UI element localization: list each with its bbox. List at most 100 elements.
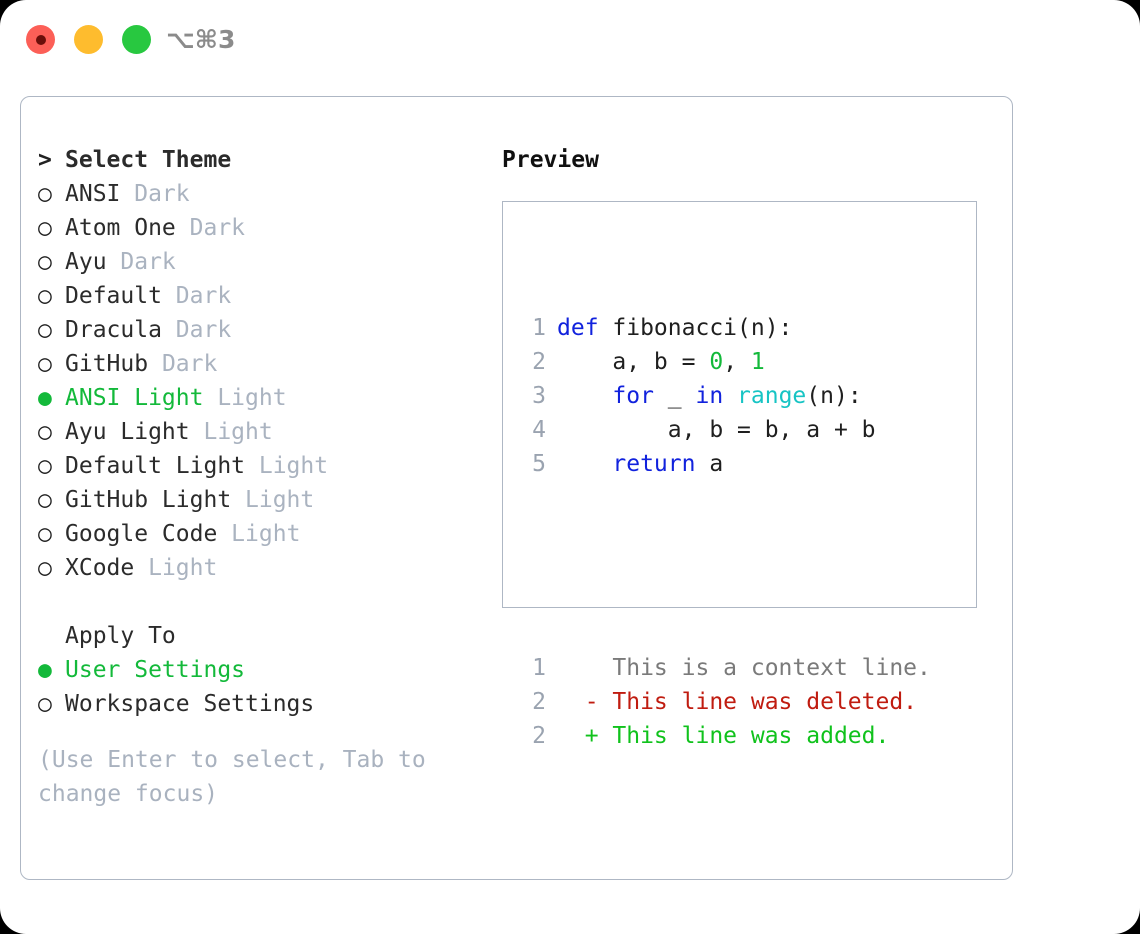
theme-variant-badge: Light (189, 419, 273, 445)
code-token: a, b = b, a + b (557, 417, 876, 443)
diff-line-text: - This line was deleted. (557, 689, 918, 715)
theme-option-dracula[interactable]: ○Dracula Dark (38, 313, 488, 347)
theme-option-ayu-light[interactable]: ○ Ayu Light Light (38, 415, 488, 449)
apply-to-option-list: ●User Settings ○ Workspace Settings (38, 653, 488, 721)
theme-option-label: Default Light (65, 453, 246, 479)
cursor-caret-icon: > (38, 147, 52, 173)
theme-option-label: Default (65, 283, 162, 309)
code-token (557, 383, 612, 409)
code-token: fibonacci(n): (612, 315, 793, 341)
apply-to-indent (38, 619, 65, 653)
apply-to-option-label: Workspace Settings (65, 691, 315, 717)
theme-variant-badge: Light (134, 555, 218, 581)
maximize-window-button[interactable] (122, 25, 151, 54)
line-number: 5 (532, 451, 546, 477)
radio-unselected-icon: ○ (38, 555, 52, 581)
apply-to-option-workspace-settings[interactable]: ○ Workspace Settings (38, 687, 488, 721)
line-number: 2 (532, 349, 546, 375)
radio-unselected-icon: ○ (38, 283, 52, 309)
radio-unselected-icon: ○ (38, 453, 52, 479)
theme-variant-badge: Light (203, 385, 287, 411)
theme-option-github-light[interactable]: ○GitHub Light Light (38, 483, 488, 517)
list-spacer (38, 585, 488, 619)
theme-variant-badge: Light (245, 453, 329, 479)
theme-option-ansi[interactable]: ○ANSI Dark (38, 177, 488, 211)
theme-option-label: Dracula (65, 317, 162, 343)
theme-option-default-light[interactable]: ○ Default Light Light (38, 449, 488, 483)
code-blank-line (520, 549, 931, 583)
code-line: 5 return a (520, 447, 931, 481)
diff-line-add: 2 + This line was added. (520, 719, 931, 753)
code-token: (n): (806, 383, 862, 409)
radio-unselected-icon: ○ (38, 317, 52, 343)
theme-variant-badge: Dark (148, 351, 218, 377)
code-token (723, 383, 737, 409)
line-number: 3 (532, 383, 546, 409)
apply-to-option-label: User Settings (65, 657, 246, 683)
apply-to-option-user-settings[interactable]: ●User Settings (38, 653, 488, 687)
theme-option-label: ANSI (65, 181, 121, 207)
code-token: _ (653, 383, 696, 409)
theme-option-label: Google Code (65, 521, 218, 547)
close-window-button[interactable] (26, 25, 55, 54)
code-line: 2 a, b = 0, 1 (520, 345, 931, 379)
theme-variant-badge: Dark (161, 283, 232, 309)
diff-block: 1 This is a context line.2 - This line w… (520, 651, 931, 753)
line-number: 4 (532, 417, 546, 443)
theme-variant-badge: Dark (106, 249, 176, 275)
radio-unselected-icon: ○ (38, 419, 52, 445)
minimize-window-button[interactable] (74, 25, 103, 54)
theme-variant-badge: Light (231, 487, 315, 513)
theme-option-github[interactable]: ○ GitHub Dark (38, 347, 488, 381)
theme-option-atom-one[interactable]: ○Atom One Dark (38, 211, 488, 245)
theme-option-label: GitHub (65, 351, 149, 377)
title-bar: ⌥⌘3 (0, 0, 1140, 80)
line-number: 2 (532, 689, 546, 715)
theme-variant-badge: Light (217, 521, 301, 547)
apply-to-label: Apply To (65, 623, 176, 649)
theme-option-ayu[interactable]: ○Ayu Dark (38, 245, 488, 279)
theme-option-list: ○ANSI Dark○Atom One Dark○Ayu Dark○Defaul… (38, 177, 488, 585)
code-token: a (695, 451, 724, 477)
line-number: 1 (532, 655, 546, 681)
radio-unselected-icon: ○ (38, 691, 52, 717)
diff-line-ctx: 1 This is a context line. (520, 651, 931, 685)
radio-selected-icon: ● (38, 385, 52, 411)
theme-option-label: Ayu Light (65, 419, 190, 445)
select-theme-heading: > Select Theme (38, 143, 488, 177)
radio-unselected-icon: ○ (38, 249, 52, 275)
keyboard-shortcut-label: ⌥⌘3 (166, 25, 236, 54)
code-token: return (612, 451, 696, 477)
theme-option-ansi-light[interactable]: ● ANSI Light Light (38, 381, 488, 415)
code-token: for (612, 383, 654, 409)
apply-to-heading: Apply To (38, 619, 488, 653)
diff-line-del: 2 - This line was deleted. (520, 685, 931, 719)
diff-line-text: This is a context line. (557, 655, 931, 681)
theme-option-label: ANSI Light (65, 385, 204, 411)
radio-unselected-icon: ○ (38, 487, 52, 513)
main-panel: >Select Theme ○ANSI Dark○Atom One Dark○A… (20, 96, 1013, 880)
code-token: 1 (750, 349, 765, 375)
theme-option-google-code[interactable]: ○ Google Code Light (38, 517, 488, 551)
code-line: 4 a, b = b, a + b (520, 413, 931, 447)
theme-option-default[interactable]: ○ Default Dark (38, 279, 488, 313)
theme-option-label: XCode (65, 555, 135, 581)
theme-option-xcode[interactable]: ○ XCode Light (38, 551, 488, 585)
radio-unselected-icon: ○ (38, 351, 52, 377)
line-number: 2 (532, 723, 546, 749)
select-theme-label: Select Theme (65, 147, 232, 173)
radio-unselected-icon: ○ (38, 521, 52, 547)
line-number: 1 (532, 315, 546, 341)
code-token: a, b = (557, 349, 710, 375)
traffic-lights (26, 25, 151, 54)
code-token: in (695, 383, 724, 409)
theme-variant-badge: Dark (175, 215, 246, 241)
code-token (557, 451, 612, 477)
keyboard-hint-text: (Use Enter to select, Tab to change focu… (38, 747, 440, 807)
